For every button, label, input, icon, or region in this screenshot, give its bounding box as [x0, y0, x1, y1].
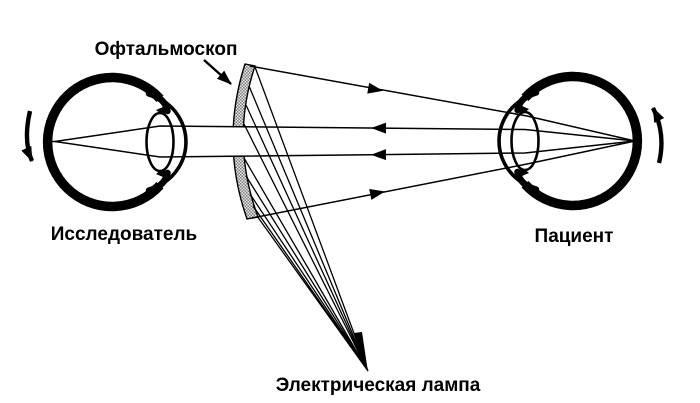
- arrowhead-toward-researcher-top: [371, 122, 387, 134]
- illumination-rays: [249, 65, 636, 219]
- researcher-eye: [48, 78, 186, 207]
- observation-rays: [49, 125, 642, 158]
- curved-arrow-up-icon: [651, 107, 665, 164]
- label-ophthalmoscope: Офтальмоскоп: [95, 39, 238, 60]
- mirror-aperture: [222, 126, 268, 157]
- observation-ray-bottom: [54, 140, 636, 158]
- patient-eye: [499, 77, 637, 206]
- arrow-down-right-icon: [203, 59, 232, 85]
- curved-arrow-down-icon: [21, 110, 35, 162]
- label-researcher: Исследователь: [51, 224, 197, 245]
- retina-focus-ticks: [49, 140, 642, 143]
- arrowhead-toward-patient-bottom: [369, 189, 385, 200]
- arrowhead-toward-patient-top: [367, 82, 383, 94]
- lamp-focus-point: [354, 332, 368, 372]
- illumination-ray-bottom: [251, 140, 636, 219]
- lamp-ray-fan: [243, 66, 369, 372]
- illumination-ray-top: [249, 65, 636, 142]
- observation-ray-top: [54, 125, 636, 143]
- label-patient: Пациент: [535, 226, 614, 247]
- arrowhead-toward-researcher-bottom: [371, 149, 387, 161]
- label-electric-lamp: Электрическая лампа: [276, 375, 481, 396]
